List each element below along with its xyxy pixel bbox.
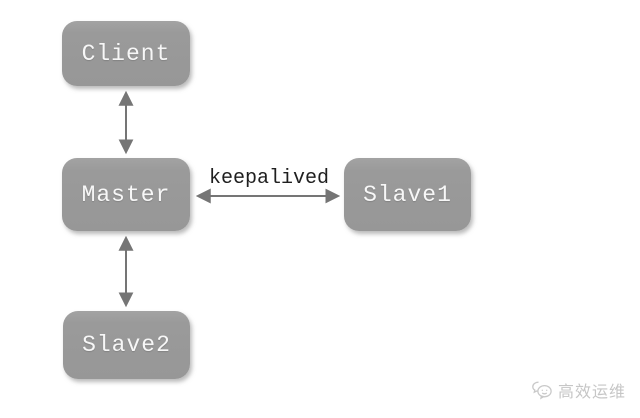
node-client-label: Client (81, 40, 171, 67)
watermark: 高效运维 (530, 378, 626, 402)
edge-label-keepalived: keepalived (208, 167, 330, 190)
node-master: Master (62, 158, 190, 231)
node-client: Client (62, 21, 190, 86)
watermark-text: 高效运维 (557, 384, 626, 401)
node-slave2: Slave2 (63, 311, 190, 379)
node-slave1-label: Slave1 (363, 181, 452, 208)
node-master-label: Master (81, 181, 171, 208)
node-slave1: Slave1 (344, 158, 471, 231)
node-slave2-label: Slave2 (82, 332, 171, 358)
chat-bubbles-icon (530, 380, 554, 400)
